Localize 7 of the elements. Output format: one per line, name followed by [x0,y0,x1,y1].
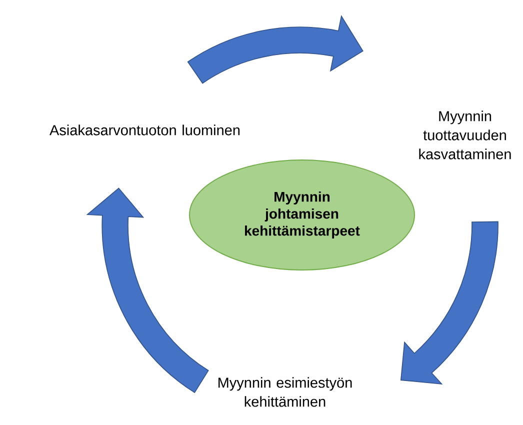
curved-arrow [86,188,209,393]
node-label: Asiakasarvontuoton luominen [50,124,240,136]
curved-arrow [187,16,364,84]
ellipse-node: Myynnin johtamisen kehittämistarpeet [189,160,415,270]
node-label: Myynnin esimiestyön kehittäminen [218,377,352,407]
node-label: Myynnin tuottavuuden kasvattaminen [419,110,511,160]
curved-arrow [400,221,498,384]
